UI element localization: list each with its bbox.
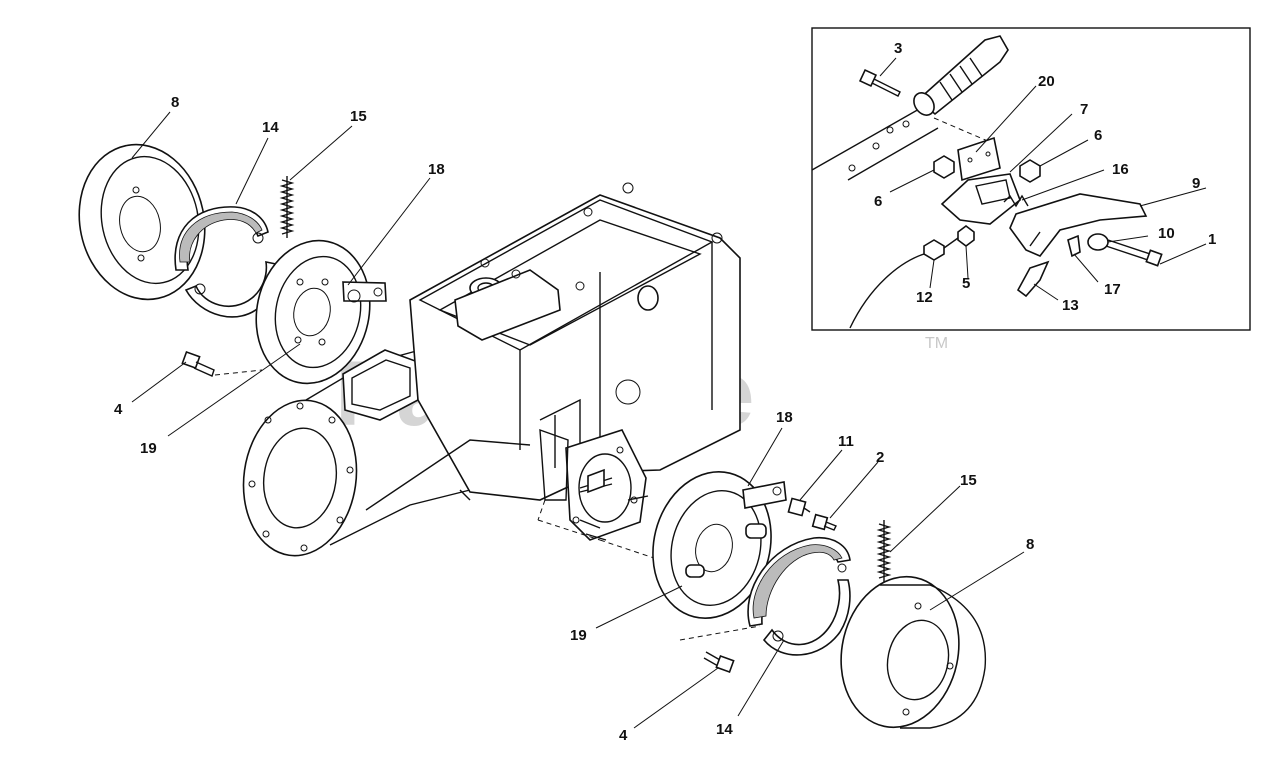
callout-15-left: 15 <box>350 108 367 125</box>
leader-lines <box>131 57 1207 729</box>
callout-2: 2 <box>876 449 884 466</box>
brake-drum-left <box>78 143 206 301</box>
callout-19-right: 19 <box>570 627 587 644</box>
callout-16: 16 <box>1112 161 1129 178</box>
callout-labels: 8 14 15 18 4 19 18 11 2 15 8 19 4 14 3 2… <box>114 40 1216 744</box>
callout-14-right: 14 <box>716 721 733 738</box>
callout-14-left: 14 <box>262 119 279 136</box>
backing-plate-right <box>652 471 787 619</box>
callout-10: 10 <box>1158 225 1175 242</box>
callout-3: 3 <box>894 40 902 57</box>
watermark-trademark: TM <box>925 335 948 352</box>
brake-drum-right <box>840 575 987 729</box>
callout-18-right: 18 <box>776 409 793 426</box>
bolt-left <box>181 350 263 377</box>
callout-18-left: 18 <box>428 161 445 178</box>
callout-6-left: 6 <box>874 193 882 210</box>
callout-8-left: 8 <box>171 94 179 111</box>
callout-8-right: 8 <box>1026 536 1034 553</box>
callout-20: 20 <box>1038 73 1055 90</box>
bolts-right <box>787 497 837 531</box>
callout-1: 1 <box>1208 231 1216 248</box>
callout-12: 12 <box>916 289 933 306</box>
callout-19-left: 19 <box>140 440 157 457</box>
callout-9: 9 <box>1192 175 1200 192</box>
brake-shoe-left <box>174 206 278 318</box>
callout-13: 13 <box>1062 297 1079 314</box>
brake-shoe-right <box>747 536 851 656</box>
transaxle-housing <box>242 182 741 557</box>
callout-5: 5 <box>962 275 970 292</box>
inset-brake-lever <box>811 27 1251 331</box>
spring-left <box>279 176 295 238</box>
callout-17: 17 <box>1104 281 1121 298</box>
backing-plate-left <box>255 239 387 385</box>
bolt-right <box>679 625 761 674</box>
callout-7: 7 <box>1080 101 1088 118</box>
callout-11: 11 <box>838 433 854 450</box>
callout-6-right: 6 <box>1094 127 1102 144</box>
callout-4-right: 4 <box>619 727 628 744</box>
callout-4-left: 4 <box>114 401 123 418</box>
callout-15-right: 15 <box>960 472 977 489</box>
spring-right <box>876 520 892 582</box>
